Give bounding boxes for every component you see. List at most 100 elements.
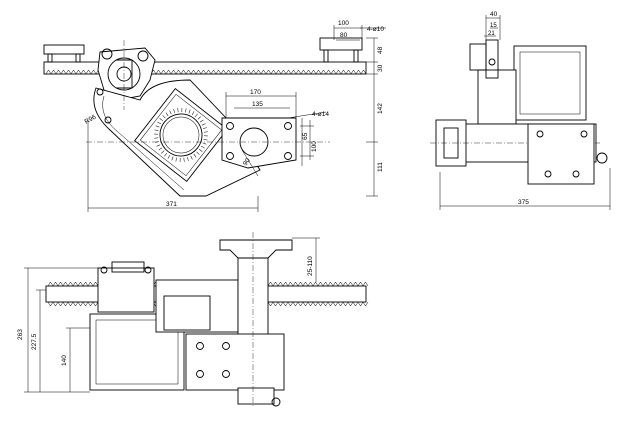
gear-tooth	[191, 111, 195, 116]
arm-bolt-2	[104, 116, 112, 124]
gear-tooth	[193, 153, 197, 158]
plan-gear	[163, 295, 211, 331]
gear-tooth	[197, 116, 201, 120]
plan-bolt-2	[222, 342, 230, 350]
gear-tooth	[154, 137, 159, 139]
side-bolt-1	[536, 130, 544, 138]
gear-tooth	[154, 133, 159, 135]
plan-view: 263 227.5 140 25-110	[17, 232, 369, 408]
bracket-bolt-right	[137, 50, 149, 62]
gear-tooth	[203, 131, 208, 133]
gear-teeth-ring	[154, 108, 208, 162]
gear-tooth	[185, 108, 187, 113]
dim-40: 40	[490, 11, 498, 18]
dim-80: 80	[340, 32, 348, 39]
plan-knob	[271, 397, 281, 407]
plan-bolt-4	[222, 370, 230, 378]
side-housing-inner	[519, 51, 581, 115]
gear-tooth	[200, 145, 205, 149]
gear-tooth	[155, 125, 160, 128]
dim-holes-mid: 4-ø14	[312, 111, 329, 118]
gear-tooth	[194, 113, 198, 118]
gear-tooth	[161, 150, 165, 154]
mounting-plate	[221, 117, 297, 169]
gear-tooth	[196, 151, 200, 155]
plan-upper-bolt-1	[100, 266, 108, 274]
side-bolt-2	[580, 130, 588, 138]
dim-100: 100	[338, 20, 349, 27]
gear-tooth	[173, 108, 175, 113]
plan-dimension-lines	[24, 237, 320, 393]
gear-tooth	[156, 144, 161, 147]
dim-375: 375	[518, 199, 529, 206]
gear-tooth	[171, 156, 174, 161]
plate-hole-2	[284, 122, 292, 130]
right-clamp-foot-2	[353, 49, 359, 63]
dim-25-110: 25-110	[307, 256, 314, 276]
dim-holes-top: 4-ø10	[367, 26, 384, 33]
dim-111: 111	[377, 162, 384, 172]
plate-hole-3	[226, 152, 234, 160]
gear-bore	[162, 116, 200, 154]
dim-48: 48	[377, 46, 384, 54]
dim-21: 21	[488, 31, 495, 37]
plan-bolt-3	[196, 370, 204, 378]
plan-gearbox	[155, 279, 239, 333]
arm-bolt-1	[96, 88, 104, 96]
dim-30: 30	[377, 64, 384, 72]
right-clamp-foot	[323, 49, 329, 63]
gear-tooth	[203, 127, 208, 129]
gear-tooth	[201, 123, 206, 126]
gear-tooth	[165, 112, 169, 117]
rack-bar	[43, 61, 367, 75]
gear-housing-box	[134, 88, 228, 182]
gear-tooth	[162, 115, 166, 119]
side-left-flange	[435, 119, 467, 167]
pinion-bracket	[97, 47, 156, 101]
gear-tooth	[202, 142, 207, 145]
plan-left-housing-inner	[95, 319, 179, 385]
gear-tooth	[203, 139, 208, 141]
plate-hole-1	[226, 122, 234, 130]
dim-140: 140	[61, 355, 68, 366]
side-main-housing	[513, 45, 587, 121]
dim-371: 371	[166, 201, 177, 208]
right-clamp	[319, 37, 363, 51]
side-bolt-4	[572, 170, 580, 178]
dim-170: 170	[250, 89, 261, 96]
plan-lower-cap	[237, 387, 275, 405]
gear-tooth	[157, 121, 162, 125]
gear-housing-inner	[139, 93, 223, 177]
dim-135: 135	[252, 101, 263, 108]
left-clamp-foot	[47, 53, 53, 63]
gear-tooth	[158, 147, 163, 151]
gear-tooth	[175, 157, 177, 162]
gear-tooth	[198, 148, 203, 152]
dim-90: 90	[242, 157, 252, 167]
plan-column-head	[219, 239, 293, 259]
plan-upper-cap	[111, 261, 145, 273]
plan-upper-block	[97, 267, 155, 313]
gear-circle	[159, 113, 203, 157]
rack-teeth	[45, 69, 367, 75]
gear-tooth	[167, 154, 171, 159]
gear-tooth	[183, 157, 185, 162]
gear-tooth	[187, 157, 189, 162]
gear-tooth	[190, 155, 193, 160]
front-dimension-lines	[87, 25, 386, 212]
gear-tooth	[188, 109, 191, 114]
side-top-post	[485, 39, 499, 79]
gear-tooth	[199, 119, 204, 123]
side-dimension-lines	[439, 15, 611, 210]
left-clamp	[43, 44, 85, 55]
gear-tooth	[154, 129, 159, 131]
side-clamp-block	[527, 123, 595, 185]
bracket-bolt-left	[101, 48, 113, 60]
front-view: 100 80 4-ø10 48 30 142 111 170 135 4-ø14…	[43, 20, 386, 212]
side-top-bolt	[488, 58, 496, 66]
side-top-bracket	[469, 43, 487, 71]
dim-65: 65	[302, 132, 309, 140]
side-knob	[596, 152, 608, 164]
